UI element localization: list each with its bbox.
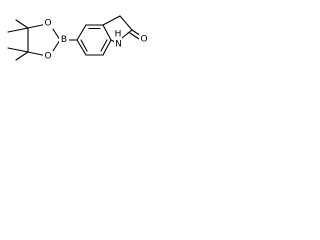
- oxygen-lower-label: O: [44, 52, 51, 62]
- benzene-bond-4: [102, 39, 112, 56]
- lactam-ring: [102, 15, 133, 43]
- bond-carbonyl-n: [121, 29, 133, 39]
- bond-aryl-ch2: [102, 15, 121, 26]
- carbonyl-oxygen-label: O: [140, 35, 147, 45]
- hydrogen-label-bg: [114, 30, 122, 40]
- methyl-bond-upper-2: [7, 27, 29, 33]
- oxygen-lower-label-bg: [43, 51, 53, 62]
- bond-ch2-carbonyl: [119, 15, 133, 31]
- methyl-groups: [7, 19, 29, 61]
- carbonyl-bond-2: [129, 32, 140, 40]
- benzene-bond-3: [102, 24, 112, 41]
- benzene-double-bond-left: [80, 39, 88, 52]
- nitrogen-label-bg: [114, 39, 123, 50]
- carbonyl-oxygen-label-bg: [139, 34, 149, 45]
- methyl-bond-upper-1: [15, 19, 29, 29]
- atom-labels: B O O H N O: [43, 18, 149, 62]
- amide-hydrogen-label: H: [115, 30, 122, 40]
- benzene-double-bond-right: [100, 39, 108, 52]
- boron-label: B: [61, 35, 67, 45]
- boron-label-bg: [59, 34, 69, 46]
- amide-nitrogen-label: N: [115, 40, 122, 50]
- oxygen-upper-label-bg: [43, 18, 53, 29]
- oxygen-upper-label: O: [44, 19, 51, 29]
- methyl-bond-lower-1: [7, 47, 29, 53]
- chemical-structure-diagram: B O O H N O: [7, 15, 149, 62]
- benzene-bond-1: [76, 24, 87, 41]
- benzene-bond-6: [76, 39, 87, 56]
- methyl-bond-lower-2: [15, 51, 29, 61]
- benzene-ring: [76, 24, 112, 56]
